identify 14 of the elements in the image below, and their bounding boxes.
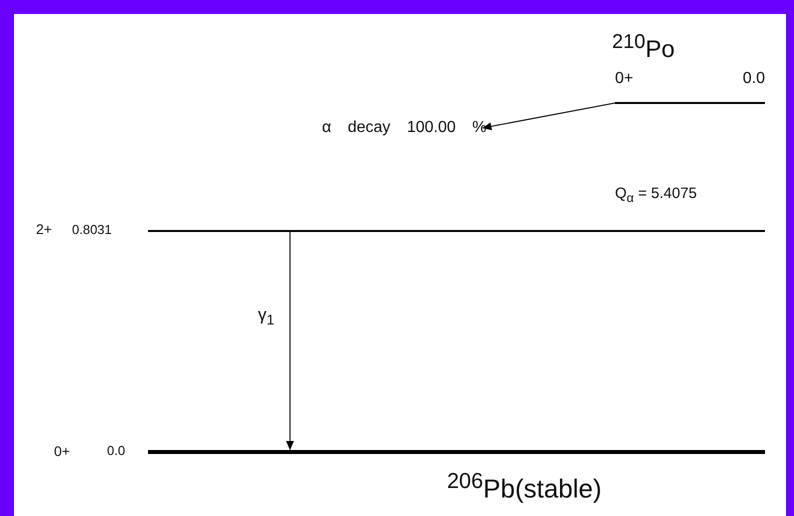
spin-parity-label: 2+ [36,222,52,236]
energy-label: 0.8031 [72,223,112,236]
q-value-label: Q$_{α}$ = 5.4075 [615,186,697,204]
energy-level [612,32,765,103]
energy-label: 0.0 [742,71,765,87]
spin-parity-label: 0+ [615,71,634,87]
nuclide-label: $^{206}$Pb(stable) [447,470,602,502]
edge-label: γ$_{1}$ [258,306,274,328]
decay-branch-label: α decay 100.00 % [322,120,486,136]
energy-label: 0.0 [107,444,126,457]
decay-arrow [482,102,616,130]
spin-parity-label: 0+ [54,444,70,458]
nuclide-label: $^{210}$Po [612,32,675,62]
gamma-transition-arrow [286,230,294,450]
